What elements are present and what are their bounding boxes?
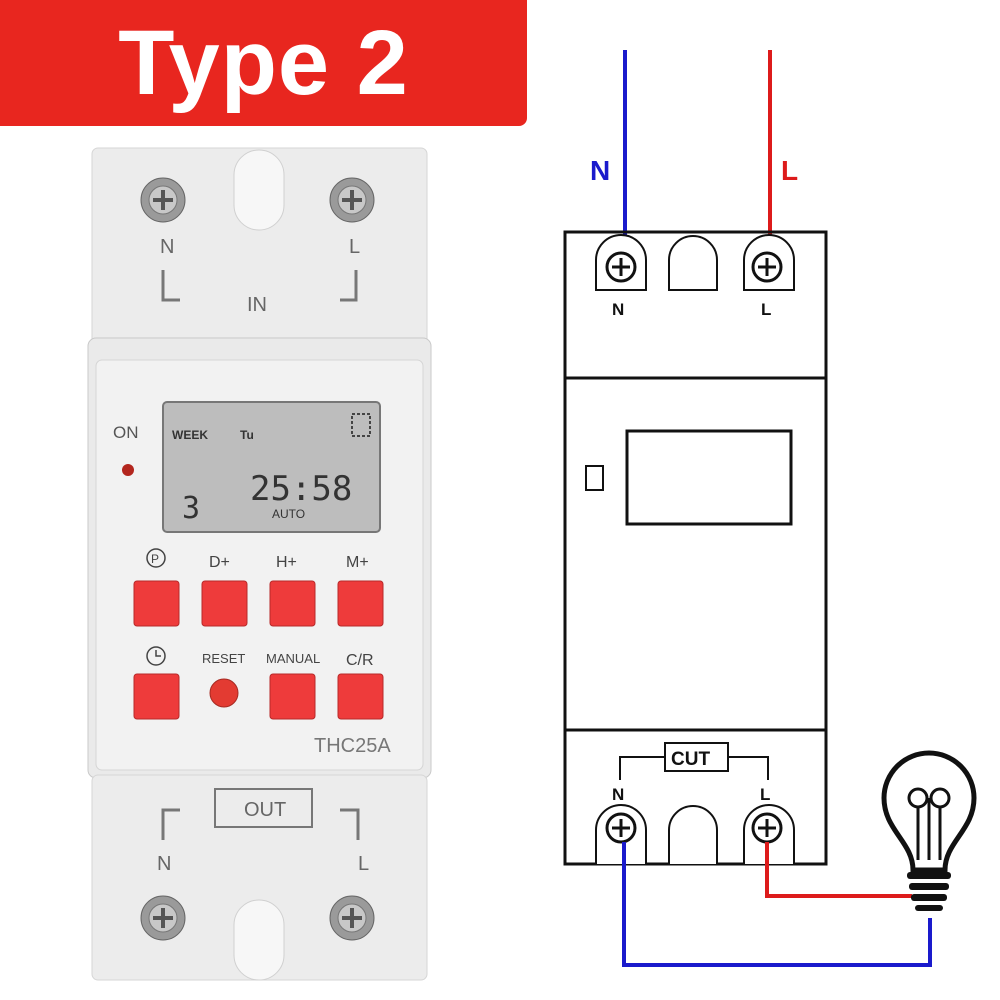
din-slot-top bbox=[233, 149, 285, 231]
bottom-n-label: N bbox=[157, 853, 171, 875]
d-plus-label: D+ bbox=[209, 554, 230, 571]
cr-label: C/R bbox=[346, 652, 374, 669]
screw-icon bbox=[329, 895, 375, 941]
top-n-bracket bbox=[161, 270, 180, 302]
clock-button[interactable] bbox=[133, 673, 180, 720]
light-bulb-icon bbox=[881, 750, 977, 911]
cut-box bbox=[664, 742, 729, 772]
lcd-screen bbox=[162, 401, 381, 533]
bottom-l-label: L bbox=[358, 853, 369, 875]
manual-label: MANUAL bbox=[266, 651, 320, 666]
top-terminal-l-label: L bbox=[761, 300, 771, 319]
bottom-l-bracket bbox=[340, 808, 360, 840]
reset-label: RESET bbox=[202, 651, 245, 666]
out-box bbox=[214, 788, 313, 828]
screw-icon bbox=[140, 177, 186, 223]
cut-contact-line bbox=[619, 756, 769, 780]
reset-button[interactable] bbox=[209, 678, 239, 708]
screw-icon bbox=[140, 895, 186, 941]
top-n-label: N bbox=[160, 236, 174, 258]
neutral-load-wire bbox=[622, 842, 932, 967]
plus-icon bbox=[758, 819, 776, 837]
timer-device: N L IN ON WEEK Tu 3 25:58 AUTO P D+ H+ M… bbox=[87, 147, 432, 981]
lcd-week: WEEK bbox=[172, 428, 208, 442]
on-led bbox=[122, 464, 134, 476]
plus-icon bbox=[612, 819, 630, 837]
out-label: OUT bbox=[244, 799, 286, 821]
plus-icon bbox=[758, 258, 776, 276]
screw-icon bbox=[329, 177, 375, 223]
in-label: IN bbox=[247, 294, 267, 316]
bottom-n-bracket bbox=[161, 808, 180, 840]
din-slot-diagram-bottom bbox=[668, 805, 718, 864]
diagram-display bbox=[625, 429, 793, 526]
on-label: ON bbox=[113, 423, 139, 442]
live-load-wire bbox=[765, 842, 912, 898]
lcd-time: 25:58 bbox=[250, 469, 352, 509]
lcd-day: Tu bbox=[240, 428, 254, 442]
diagram-indicator bbox=[585, 465, 604, 491]
plus-icon bbox=[612, 258, 630, 276]
banner-title: Type 2 bbox=[118, 12, 409, 114]
svg-text:P: P bbox=[151, 552, 159, 566]
din-slot-bottom bbox=[233, 899, 285, 981]
hour-plus-button[interactable] bbox=[269, 580, 316, 627]
type-banner: Type 2 bbox=[0, 0, 527, 126]
bottom-terminal-n-label: N bbox=[612, 785, 624, 804]
manual-button[interactable] bbox=[269, 673, 316, 720]
top-l-bracket bbox=[340, 270, 358, 302]
supply-n-label: N bbox=[590, 155, 610, 186]
bottom-terminal-l-label: L bbox=[760, 785, 770, 804]
supply-l-label: L bbox=[781, 155, 798, 186]
top-l-label: L bbox=[349, 236, 360, 258]
model-label: THC25A bbox=[314, 735, 391, 757]
top-terminal-n-label: N bbox=[612, 300, 624, 319]
clock-icon bbox=[146, 646, 166, 666]
day-plus-button[interactable] bbox=[201, 580, 248, 627]
cut-label: CUT bbox=[671, 749, 710, 770]
lcd-program: 3 bbox=[182, 491, 200, 526]
p-icon: P bbox=[146, 548, 166, 568]
h-plus-label: H+ bbox=[276, 554, 297, 571]
din-slot-diagram-top bbox=[668, 235, 718, 291]
wiring-diagram: N L N L CUT N L bbox=[563, 50, 977, 967]
minute-plus-button[interactable] bbox=[337, 580, 384, 627]
cr-button[interactable] bbox=[337, 673, 384, 720]
program-button[interactable] bbox=[133, 580, 180, 627]
lcd-mode: AUTO bbox=[272, 507, 305, 521]
m-plus-label: M+ bbox=[346, 554, 369, 571]
